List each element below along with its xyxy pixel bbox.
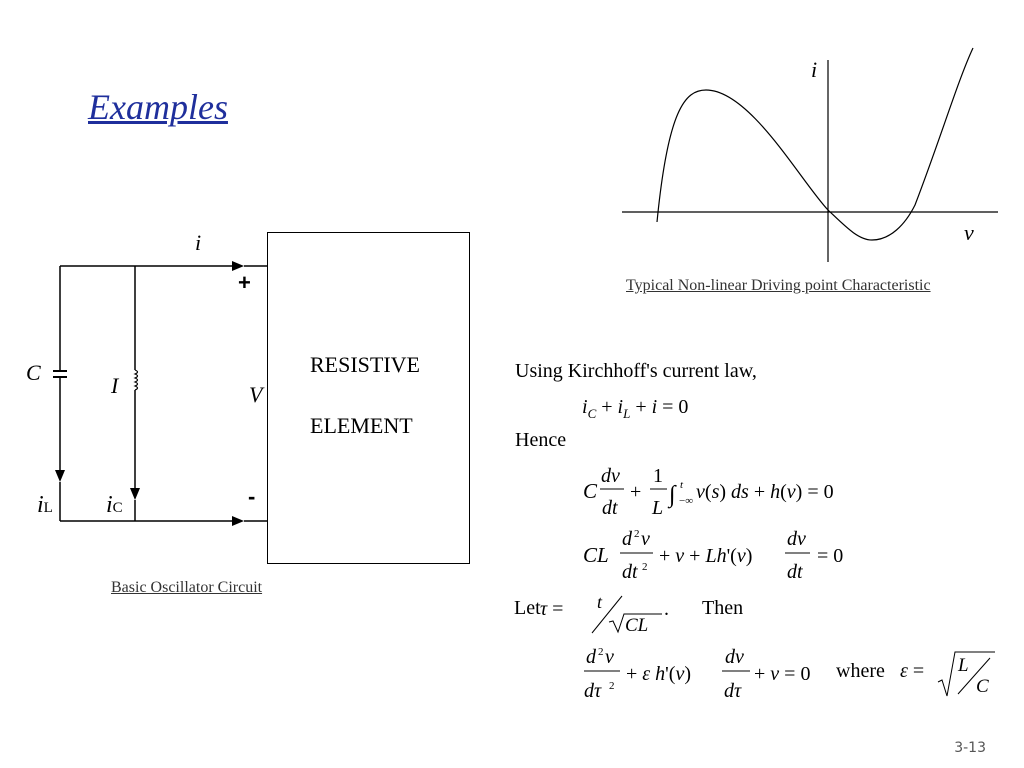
svg-text:CL: CL — [625, 615, 648, 636]
plus-terminal: + — [238, 270, 251, 295]
svg-text:2: 2 — [598, 646, 604, 658]
svg-text:dτ: dτ — [584, 680, 602, 702]
current-arrow-inductor — [130, 488, 140, 500]
svg-text:dτ: dτ — [724, 680, 742, 702]
svg-text:+ v = 0: + v = 0 — [754, 663, 810, 685]
minus-terminal: - — [248, 484, 256, 509]
voltage-label: V — [249, 382, 263, 407]
epsilon-definition: ε = L C — [900, 651, 995, 697]
circuit-caption: Basic Oscillator Circuit — [111, 579, 263, 596]
label-iC: iC — [106, 492, 123, 518]
svg-text:+ v + Lh'(v): + v + Lh'(v) — [659, 545, 752, 567]
kcl-equation: iC + iL + i = 0 — [582, 396, 689, 421]
svg-text:+: + — [630, 481, 641, 503]
characteristic-curve — [656, 47, 974, 241]
svg-text:+ ε h'(v): + ε h'(v) — [626, 663, 691, 685]
svg-text:dv: dv — [601, 465, 620, 487]
element-label-line2: ELEMENT — [310, 413, 413, 438]
normalized-equation: d 2 v dτ 2 + ε h'(v) dv dτ + v = 0 — [584, 646, 810, 702]
svg-text:d: d — [586, 646, 597, 668]
svg-text:.: . — [664, 598, 669, 620]
svg-text:C: C — [583, 479, 598, 503]
svg-text:dt: dt — [787, 561, 803, 583]
label-iL: iL — [37, 492, 53, 518]
svg-text:1: 1 — [653, 465, 663, 487]
capacitor-label: C — [26, 360, 41, 385]
svg-text:v: v — [641, 528, 650, 550]
svg-text:L: L — [957, 655, 969, 676]
svg-text:dv: dv — [725, 646, 744, 668]
integro-differential-equation: C dv dt + 1 L ∫ t −∞ v(s) ds + h(v) = 0 — [583, 465, 834, 519]
derivation-hence: Hence — [515, 429, 567, 451]
plot-y-label: i — [811, 57, 818, 82]
resistive-element-box — [267, 232, 470, 564]
current-arrow-bottom — [232, 516, 244, 526]
second-order-equation: CL d 2 v dt 2 + v + Lh'(v) dv dt = 0 — [583, 528, 843, 583]
svg-text:L: L — [651, 497, 663, 519]
svg-text:dt: dt — [602, 497, 618, 519]
derivation-intro: Using Kirchhoff's current law, — [515, 360, 757, 382]
tau-definition: τ = t CL . — [540, 592, 669, 636]
svg-text:t: t — [597, 592, 603, 612]
inductor-coil — [133, 369, 139, 391]
current-label-i: i — [195, 230, 202, 255]
svg-text:v: v — [605, 646, 614, 668]
svg-text:∫: ∫ — [667, 482, 677, 509]
svg-text:dt: dt — [622, 561, 638, 583]
svg-text:t: t — [680, 479, 684, 491]
svg-text:ε =: ε = — [900, 660, 924, 682]
svg-text:C: C — [976, 676, 989, 697]
derivation-let: Let — [514, 597, 541, 619]
derivation-where: where — [836, 660, 885, 682]
svg-text:2: 2 — [634, 528, 640, 540]
svg-text:d: d — [622, 528, 633, 550]
svg-text:τ =: τ = — [540, 598, 563, 620]
svg-text:−∞: −∞ — [679, 495, 693, 507]
element-label-line1: RESISTIVE — [310, 352, 420, 377]
svg-text:= 0: = 0 — [817, 545, 843, 567]
inductor-label: I — [111, 373, 119, 398]
svg-text:v(s) ds + h(v) = 0: v(s) ds + h(v) = 0 — [696, 481, 834, 503]
plot-x-label: v — [964, 220, 974, 245]
current-arrow-capacitor — [55, 470, 65, 482]
slide-title: Examples — [88, 87, 228, 127]
current-arrow-top — [232, 261, 244, 271]
svg-text:CL: CL — [583, 543, 609, 567]
svg-text:2: 2 — [642, 561, 648, 573]
page-number: 3-13 — [954, 740, 986, 756]
svg-text:dv: dv — [787, 528, 806, 550]
plot-caption: Typical Non-linear Driving point Charact… — [626, 277, 931, 294]
svg-text:2: 2 — [609, 680, 615, 692]
derivation-then: Then — [702, 597, 744, 619]
